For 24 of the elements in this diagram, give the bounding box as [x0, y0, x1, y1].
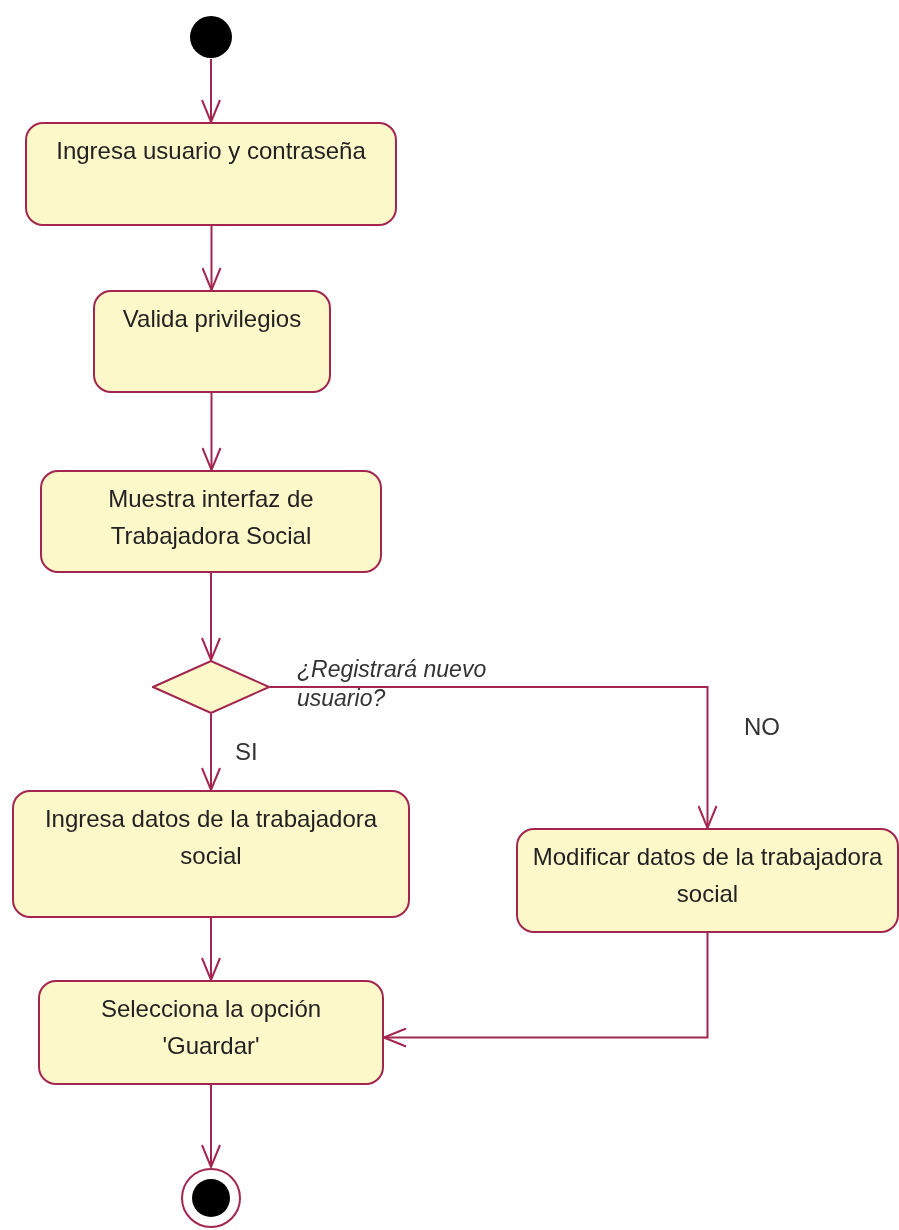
activity-text: Muestra interfaz de Trabajadora Social [107, 484, 315, 551]
arrow [201, 58, 221, 123]
arrow [201, 225, 222, 291]
activity-text: Selecciona la opción 'Guardar' [99, 994, 323, 1061]
activity-box [25, 122, 397, 226]
activity-box [40, 470, 382, 573]
activity-text: Valida privilegios [122, 304, 302, 334]
activity-text: Modificar datos de la trabajadora social [532, 842, 883, 909]
arrow [383, 932, 709, 1048]
arrow [201, 1084, 221, 1168]
activity-box [516, 828, 899, 933]
activity-text: Ingresa usuario y contraseña [56, 136, 366, 166]
arrow [201, 917, 221, 981]
activity-text: Ingresa datos de la trabajadora social [43, 804, 379, 871]
activity-box [38, 980, 384, 1085]
arrow [201, 572, 221, 661]
arrow [201, 713, 221, 791]
edge-label: SI [235, 738, 258, 766]
edge-label: NO [744, 713, 780, 741]
arrow [269, 686, 718, 829]
decision-question: ¿Registrará nuevo usuario? [297, 655, 488, 713]
arrow [201, 392, 222, 471]
activity-box [12, 790, 410, 918]
activity-box [93, 290, 331, 393]
